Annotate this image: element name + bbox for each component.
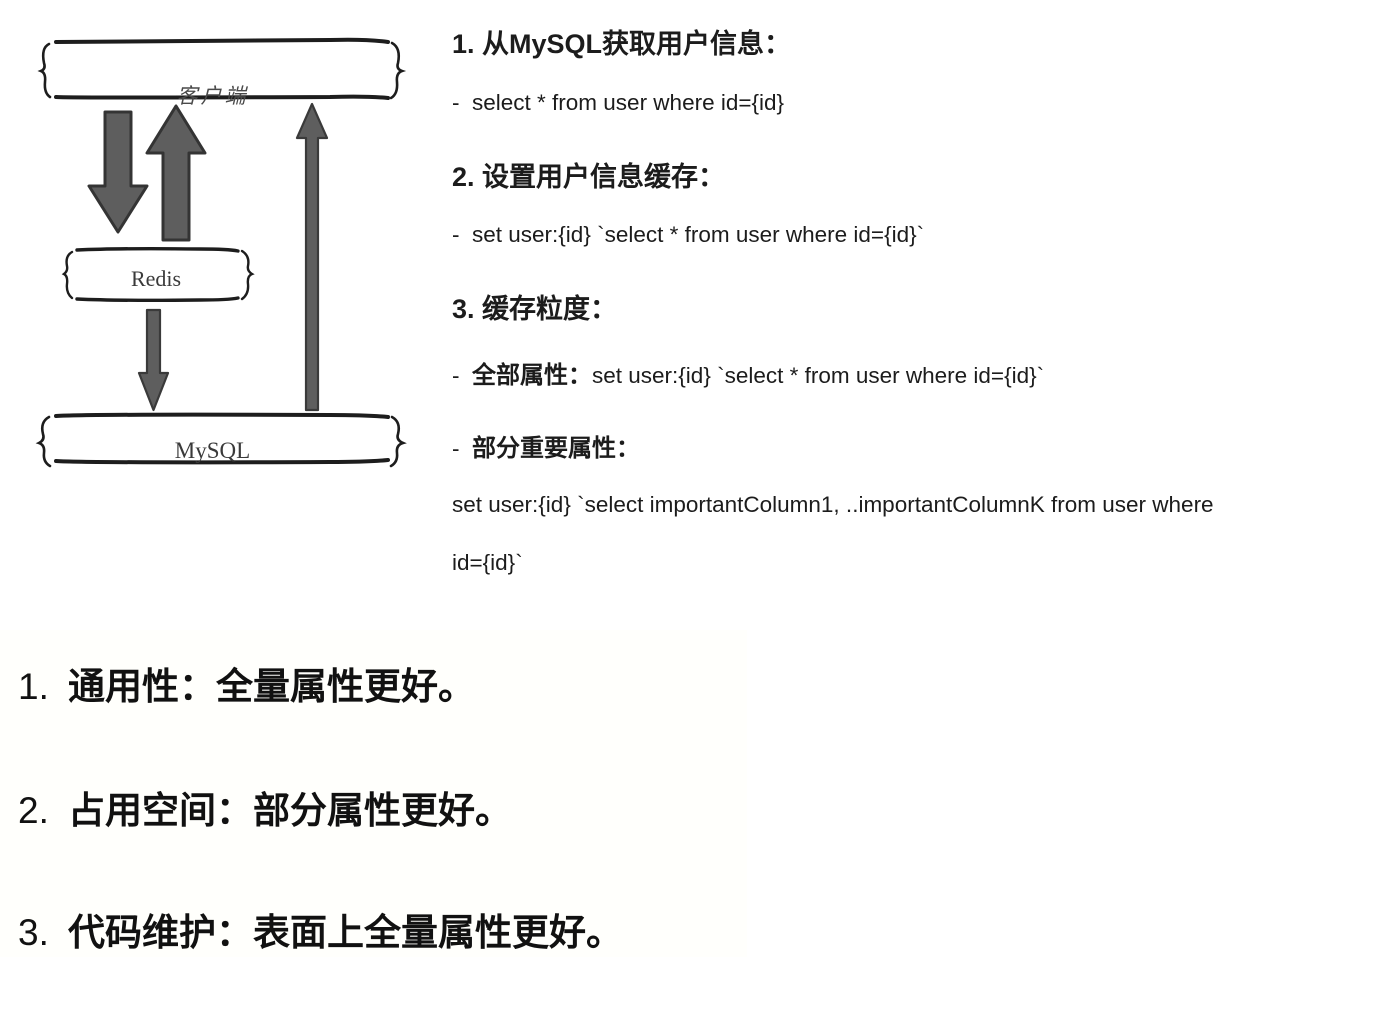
arrow-redis-to-mysql [137,308,170,412]
conclusions-list: 1. 通用性：全量属性更好。 2. 占用空间：部分属性更好。 3. 代码维护：表… [0,630,747,957]
note-step-1-detail-text: select * from user where id={id} [472,90,785,115]
conclusion-item-1: 1. 通用性：全量属性更好。 [0,656,475,710]
conclusion-number: 1. [18,666,49,707]
note-step-2-detail-text: set user:{id} `select * from user where … [472,222,925,247]
note-partial-command-line-2: id={id}` [452,550,523,575]
node-label-mysql: MySQL [174,438,251,463]
notes-block: 1. 从MySQL获取用户信息： -select * from user whe… [452,0,1385,615]
arrow-client-to-redis [87,110,149,234]
note-step-2-heading: 2. 设置用户信息缓存： [452,162,726,192]
conclusion-text: 代码维护：表面上全量属性更好。 [68,912,623,953]
bullet-dash: - [452,436,460,461]
note-granularity-all-attributes-label: 全部属性： [472,362,592,389]
conclusion-text: 占用空间：部分属性更好。 [68,790,512,831]
conclusion-text: 通用性：全量属性更好。 [68,666,475,707]
note-granularity-partial-attributes: -部分重要属性： [452,428,640,463]
architecture-diagram: 客户端 Redis MySQL [0,18,430,488]
note-granularity-all-attributes-text: set user:{id} `select * from user where … [592,363,1045,388]
bullet-dash: - [452,363,460,388]
node-client-shape [37,37,407,100]
note-granularity-partial-attributes-label: 部分重要属性： [472,435,640,462]
bullet-dash: - [452,222,460,247]
diagram-svg [35,37,407,468]
arrow-mysql-to-client [295,102,329,412]
conclusion-number: 2. [18,790,49,831]
conclusion-item-2: 2. 占用空间：部分属性更好。 [0,780,512,834]
node-label-client: 客户端 [176,84,249,108]
note-partial-command-line-1: set user:{id} `select importantColumn1, … [452,492,1214,517]
note-step-2-detail: -set user:{id} `select * from user where… [452,222,924,248]
note-step-3-heading: 3. 缓存粒度： [452,294,618,324]
note-granularity-all-attributes: -全部属性：set user:{id} `select * from user … [452,355,1044,390]
node-mysql-shape [35,412,407,468]
conclusion-item-3: 3. 代码维护：表面上全量属性更好。 [0,902,623,956]
arrow-redis-to-client [145,104,207,242]
bullet-dash: - [452,90,460,115]
note-step-1-detail: -select * from user where id={id} [452,90,784,116]
node-redis-shape [61,246,255,303]
conclusions-panel-background [0,630,747,957]
conclusion-number: 3. [18,912,49,953]
note-step-1-heading: 1. 从MySQL获取用户信息： [452,29,792,59]
node-label-redis: Redis [130,266,182,291]
